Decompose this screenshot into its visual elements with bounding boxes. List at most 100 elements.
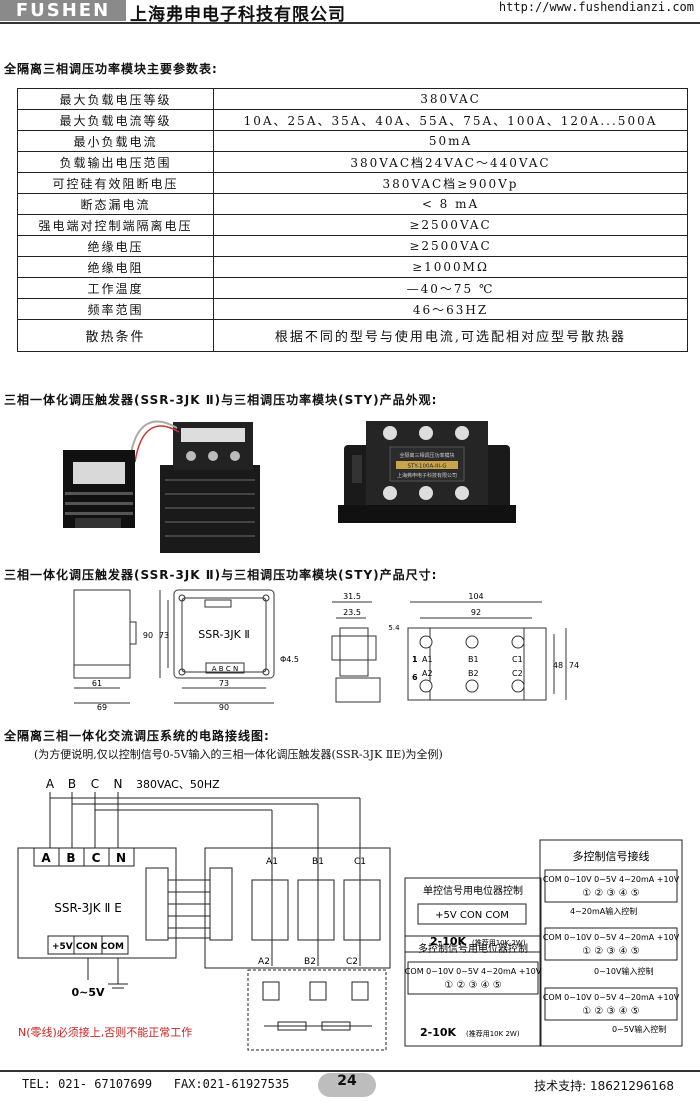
param-label: 强电端对控制端隔离电压 (17, 214, 214, 236)
multi-panel-pins-2: COM 0~10V 0~5V 4~20mA +10V (543, 933, 680, 942)
section-wiring-title: 全隔离三相一体化交流调压系统的电路接线图: (4, 729, 270, 743)
single-panel-title: 单控信号用电位器控制 (423, 884, 523, 897)
multi-pot-panel-pot-note: (推荐用10K 2W) (466, 1029, 520, 1038)
param-value: ≥2500VAC (213, 235, 688, 257)
multi-panel-case3: 0~5V输入控制 (612, 1024, 666, 1034)
multi-pot-panel-pot: 2-10K (420, 1026, 457, 1039)
dim-73: 73 (159, 631, 169, 640)
params-row: 工作温度—40～75 ℃ (17, 277, 688, 299)
page-number: 24 (318, 1073, 376, 1097)
trigger-label-circuit: SSR-3JK Ⅱ E (54, 901, 122, 915)
multi-panel-pins-3: COM 0~10V 0~5V 4~20mA +10V (543, 993, 680, 1002)
trigger-dimension-drawing: 90 73 SSR-3JK Ⅱ A B C N Φ4.5 73 90 61 69 (73, 589, 299, 712)
trigger-pin-a: A (41, 851, 51, 865)
mod-a2: A2 (258, 957, 270, 967)
dim-31-5: 31.5 (343, 592, 361, 601)
pin-a1: A1 (422, 655, 433, 664)
mod-b2: B2 (304, 957, 316, 967)
footer-fax: FAX:021-61927535 (173, 1077, 290, 1091)
mod-a1: A1 (266, 857, 278, 867)
mod-c2: C2 (346, 957, 358, 967)
ctrl-pins: +5V CON COM (52, 942, 124, 952)
module-photo-line3: 上海弗申电子科技有限公司 (397, 472, 457, 479)
pin-n6: 6 (412, 673, 418, 682)
module-photo-line2: STY-100A-III-G (408, 464, 447, 470)
param-label: 散热条件 (17, 319, 214, 352)
dim-5-4: 5.4 (388, 624, 400, 632)
param-label: 绝缘电压 (17, 235, 214, 257)
phase-b: B (68, 777, 76, 791)
param-value: —40～75 ℃ (213, 277, 688, 299)
param-label: 断态漏电流 (17, 193, 214, 215)
wiring-diagram: A B C N 380VAC、50HZ A B C N SSR-3JK Ⅱ E … (17, 777, 683, 1051)
param-label: 绝缘电阻 (17, 256, 214, 278)
multi-panel-title: 多控制信号接线 (573, 849, 650, 863)
dim-104: 104 (468, 592, 483, 601)
param-value: 46～63HZ (213, 298, 688, 320)
dim-w61: 61 (92, 679, 102, 688)
multi-panel-nums-2: ① ② ③ ④ ⑤ (582, 946, 640, 957)
pin-b1: B1 (468, 655, 479, 664)
input-label: 0~5V (71, 986, 105, 999)
trigger-pin-c: C (92, 851, 101, 865)
dim-hole: Φ4.5 (280, 655, 299, 664)
multi-pot-panel-nums: ① ② ③ ④ ⑤ (444, 980, 502, 991)
module-dimension-drawing: 31.5 23.5 5.4 104 92 48 74 A1 B1 C1 A2 B… (331, 592, 579, 703)
param-label: 最大负载电压等级 (17, 88, 214, 110)
param-label: 负载输出电压范围 (17, 151, 214, 173)
param-label: 工作温度 (17, 277, 214, 299)
dim-90: 90 (143, 631, 153, 640)
param-value: 380VAC档≥900Vp (213, 172, 688, 194)
dim-w73: 73 (219, 679, 229, 688)
param-label: 频率范围 (17, 298, 214, 320)
pin-a2: A2 (422, 669, 433, 678)
pin-b2: B2 (468, 669, 479, 678)
single-panel-pot-note: (推荐用10K 2W) (472, 938, 526, 947)
trigger-photo (63, 420, 260, 553)
multi-panel-nums-1: ① ② ③ ④ ⑤ (582, 888, 640, 899)
multi-panel-pins-1: COM 0~10V 0~5V 4~20mA +10V (543, 875, 680, 884)
phase-a: A (46, 777, 55, 791)
module-photo-line1: 全隔离三相调压功率模块 (399, 452, 454, 459)
footer-rule (0, 1070, 700, 1072)
params-row: 绝缘电压≥2500VAC (17, 235, 688, 257)
header-rule (0, 22, 700, 24)
params-row: 绝缘电阻≥1000MΩ (17, 256, 688, 278)
dim-48: 48 (553, 661, 563, 670)
brand-logo: FUSHEN (0, 0, 126, 21)
param-value: 50mA (213, 130, 688, 152)
footer-tel: TEL: 021- 67107699 (22, 1077, 153, 1091)
footer-contact: TEL: 021- 67107699 FAX:021-61927535 (22, 1077, 289, 1091)
footer-support: 技术支持: 18621296168 (534, 1079, 674, 1093)
phase-c: C (91, 777, 99, 791)
trigger-label: SSR-3JK Ⅱ (198, 628, 250, 641)
param-value: 根据不同的型号与使用电流,可选配相对应型号散热器 (213, 319, 688, 352)
section-dimensions-title: 三相一体化调压触发器(SSR-3JK Ⅱ)与三相调压功率模块(STY)产品尺寸: (4, 568, 438, 582)
param-value: ≥1000MΩ (213, 256, 688, 278)
mod-b1: B1 (312, 857, 324, 867)
company-url[interactable]: http://www.fushendianzi.com (498, 0, 694, 14)
params-row: 散热条件根据不同的型号与使用电流,可选配相对应型号散热器 (17, 319, 688, 352)
params-row: 强电端对控制端隔离电压≥2500VAC (17, 214, 688, 236)
single-panel-pins: +5V CON COM (435, 910, 509, 921)
pin-n1: 1 (412, 655, 418, 664)
section-appearance-title: 三相一体化调压触发器(SSR-3JK Ⅱ)与三相调压功率模块(STY)产品外观: (4, 393, 438, 407)
pin-c1: C1 (512, 655, 523, 664)
dim-92: 92 (471, 608, 481, 617)
multi-panel-nums-3: ① ② ③ ④ ⑤ (582, 1006, 640, 1017)
trigger-pin-b: B (66, 851, 75, 865)
pin-c2: C2 (512, 669, 523, 678)
param-label: 可控硅有效阻断电压 (17, 172, 214, 194)
phase-n: N (114, 777, 123, 791)
param-value: < 8 mA (213, 193, 688, 215)
dim-w90: 90 (219, 703, 229, 712)
multi-panel-case1: 4~20mA输入控制 (570, 906, 637, 916)
multi-pot-panel-pins: COM 0~10V 0~5V 4~20mA +10V (405, 967, 542, 976)
company-name: 上海弗申电子科技有限公司 (130, 5, 346, 25)
